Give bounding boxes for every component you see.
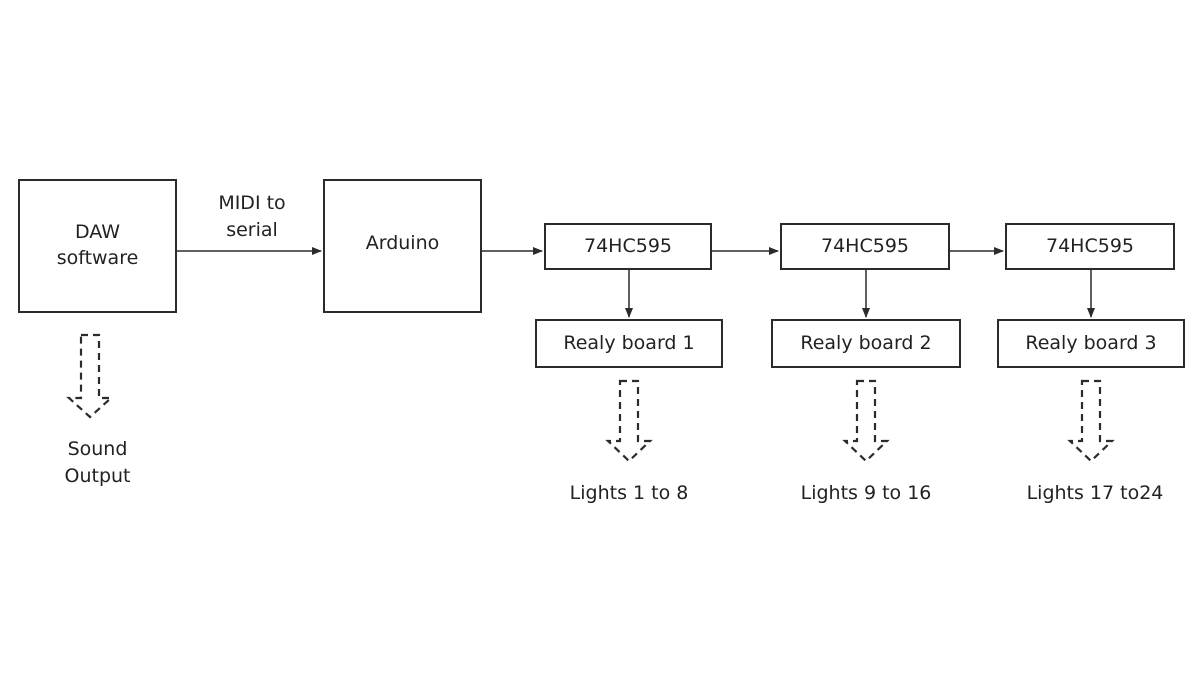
arduino-label: Arduino: [365, 232, 440, 254]
dashed-output-arrow-lights-1: [605, 379, 653, 463]
daw-software-block: DAW software: [18, 179, 177, 313]
shift-register-label-2: 74HC595: [821, 234, 909, 257]
lights-output-label-3: Lights 17 to24: [1026, 482, 1164, 504]
dashed-output-arrow-sound: [66, 333, 114, 419]
dashed-output-arrow-lights-3: [1067, 379, 1115, 463]
lights-output-label-1: Lights 1 to 8: [569, 482, 689, 504]
daw-software-label: DAW software: [56, 221, 139, 269]
relay-board-block-1: Realy board 1: [535, 319, 723, 368]
shift-register-block-1: 74HC595: [544, 223, 712, 270]
shift-register-label-3: 74HC595: [1046, 234, 1134, 257]
relay-board-block-2: Realy board 2: [771, 319, 961, 368]
shift-register-label-1: 74HC595: [584, 234, 672, 257]
arduino-block: Arduino: [323, 179, 482, 313]
sound-output-label: Sound Output: [64, 438, 131, 487]
relay-board-label-2: Realy board 2: [800, 331, 932, 354]
lights-output-label-2: Lights 9 to 16: [800, 482, 932, 504]
relay-board-label-3: Realy board 3: [1025, 331, 1157, 354]
dashed-output-arrow-lights-2: [842, 379, 890, 463]
midi-to-serial-label: MIDI to serial: [218, 192, 286, 241]
relay-board-label-1: Realy board 1: [563, 331, 695, 354]
shift-register-block-2: 74HC595: [780, 223, 950, 270]
relay-board-block-3: Realy board 3: [997, 319, 1185, 368]
shift-register-block-3: 74HC595: [1005, 223, 1175, 270]
